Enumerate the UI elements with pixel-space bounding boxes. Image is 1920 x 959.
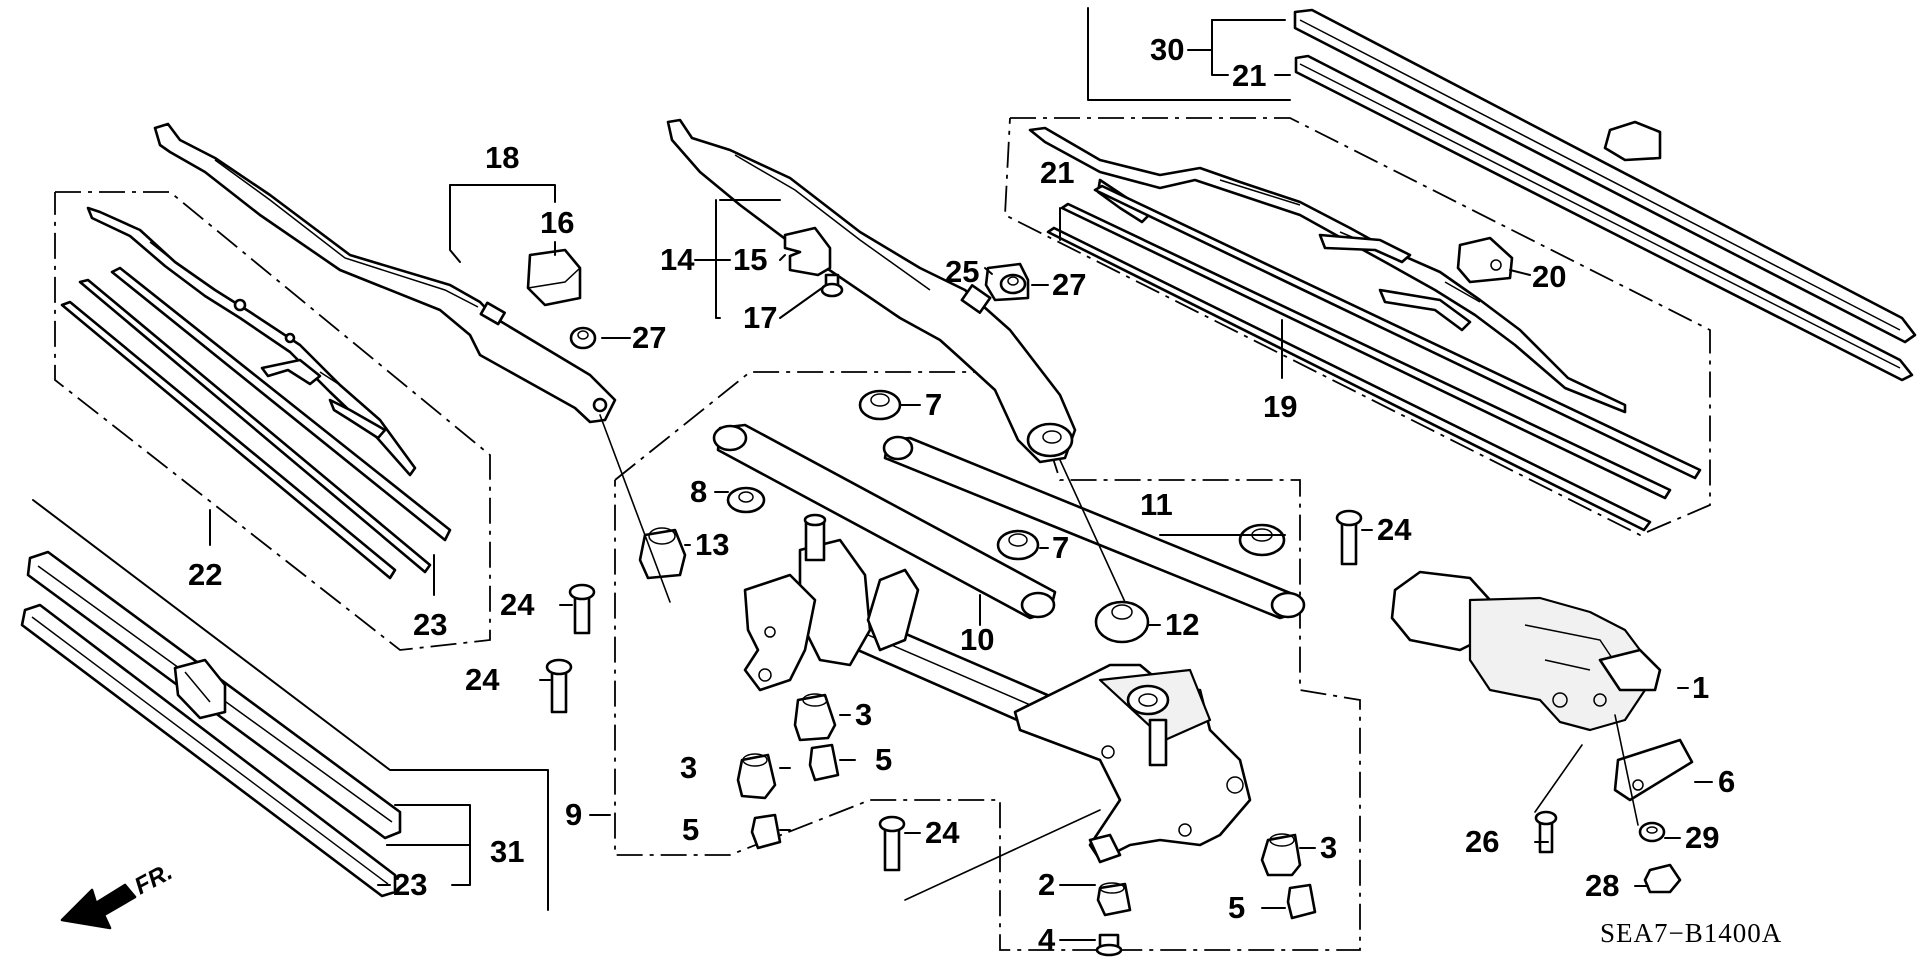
label-5-b: 5 [682,812,699,847]
bushings-and-collars [736,693,1317,957]
front-direction-label: FR. [130,858,177,900]
right-wiper-arm [666,118,1077,464]
label-15: 15 [733,242,767,277]
label-21-top: 21 [1232,58,1266,93]
label-24-right: 24 [1377,512,1412,547]
callout-labels: 18 16 27 14 15 17 25 27 30 21 21 20 19 1… [188,32,1735,957]
label-24-b: 24 [465,662,500,697]
label-9: 9 [565,797,582,832]
label-26: 26 [1465,824,1499,859]
label-19: 19 [1263,389,1297,424]
wiper-motor [1390,570,1662,732]
label-5-c: 5 [1228,890,1245,925]
left-wiper-blade-group [60,206,452,580]
label-3-c: 3 [1320,830,1337,865]
label-5-a: 5 [875,742,892,777]
left-wiper-arm [153,122,617,424]
label-23-left: 23 [413,607,447,642]
label-3-b: 3 [680,750,697,785]
group-frames [32,7,1711,951]
label-24-c: 24 [925,815,960,850]
pivot-cap [526,248,582,307]
top-right-blade-assembly [1293,8,1917,382]
front-arrow-icon: FR. [60,858,177,930]
label-23-bottom: 23 [393,867,427,902]
arm-screw [820,273,844,298]
label-28: 28 [1585,868,1619,903]
label-3-a: 3 [855,697,872,732]
flange-nut-right [999,273,1027,295]
grommets [638,389,1286,644]
label-25: 25 [945,254,979,289]
label-12: 12 [1165,607,1199,642]
label-13: 13 [695,527,729,562]
label-24-a: 24 [500,587,535,622]
label-20: 20 [1532,259,1566,294]
wiper-linkage [712,423,1306,864]
label-29: 29 [1685,820,1719,855]
flange-nut-left [569,326,597,350]
label-2: 2 [1038,867,1055,902]
label-7-mid: 7 [1052,530,1069,565]
label-10: 10 [960,622,994,657]
label-16: 16 [540,205,574,240]
label-1: 1 [1692,670,1709,705]
washer-and-nut [1638,821,1682,894]
mounting-bolts [545,509,1558,872]
label-8: 8 [690,474,707,509]
label-27-left: 27 [632,320,666,355]
motor-bracket [1613,738,1694,802]
label-11: 11 [1140,487,1173,522]
label-21-mid: 21 [1040,155,1074,190]
bottom-left-blade-assembly [20,550,402,898]
leader-lines [209,19,1713,941]
label-14: 14 [660,242,695,277]
label-18: 18 [485,140,519,175]
label-17: 17 [743,300,777,335]
arm-joint-clip [783,226,832,277]
label-6: 6 [1718,764,1735,799]
diagram-code: SEA7−B1400A [1600,918,1782,948]
label-4: 4 [1038,922,1056,957]
label-7-top: 7 [925,387,942,422]
label-31: 31 [490,834,524,869]
label-27-right: 27 [1052,267,1086,302]
right-wiper-blade-group [1028,126,1702,532]
label-22: 22 [188,557,222,592]
label-30: 30 [1150,32,1184,67]
